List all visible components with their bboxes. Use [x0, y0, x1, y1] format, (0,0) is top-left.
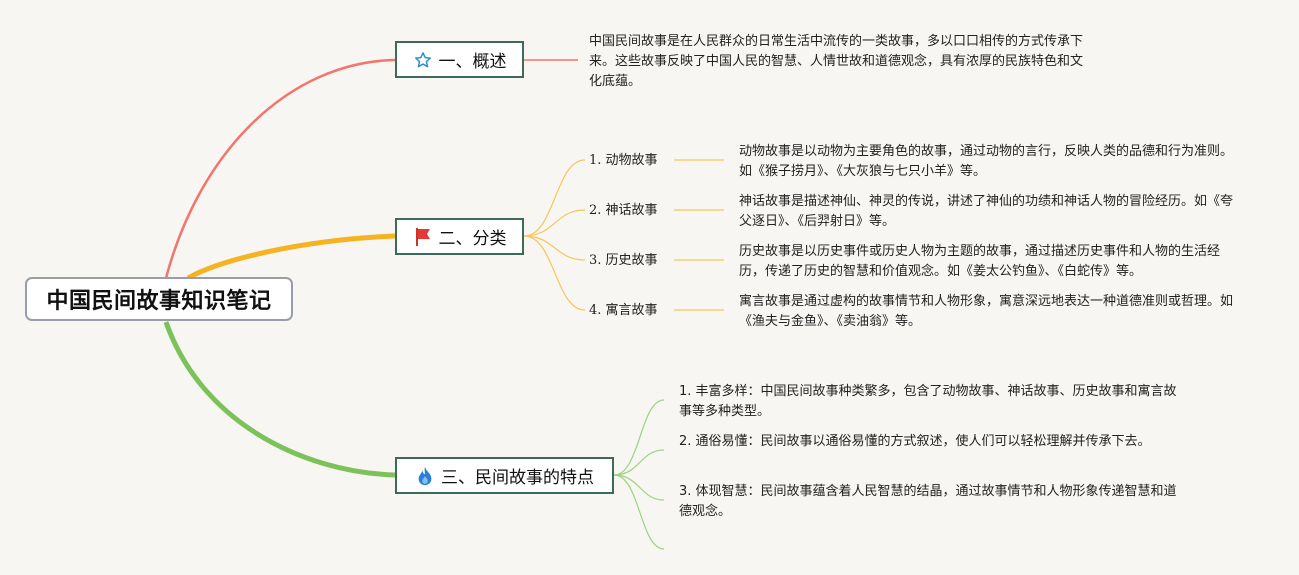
branch-overview-label: 一、概述: [438, 52, 507, 72]
root-title: 中国民间故事知识笔记: [46, 289, 272, 314]
branch-classification-label: 二、分类: [438, 229, 507, 249]
branch-overview[interactable]: 一、概述: [395, 41, 524, 78]
feature-item-accessible: 2. 通俗易懂：民间故事以通俗易懂的方式叙述，使人们可以轻松理解并传承下去。: [679, 434, 1151, 449]
classification-desc-history: 历史故事是以历史事件或历史人物为主题的故事，通过描述历史事件和人物的生活经历，传…: [739, 244, 1221, 279]
connector-root-to-features: [163, 321, 396, 478]
connector-root-to-overview: [164, 58, 396, 279]
classification-desc-fable: 寓言故事是通过虚构的故事情节和人物形象，寓意深远地表达一种道德准则或哲理。如《渔…: [739, 294, 1234, 329]
branch-classification[interactable]: 二、分类: [395, 218, 524, 255]
classification-desc-animal: 动物故事是以动物为主要角色的故事，通过动物的言行，反映人类的品德和行为准则。如《…: [739, 144, 1234, 179]
star-icon: [413, 50, 433, 70]
classification-item-animal[interactable]: 1. 动物故事: [589, 153, 658, 168]
feature-item-wisdom: 3. 体现智慧：民间故事蕴含着人民智慧的结晶，通过故事情节和人物形象传递智慧和道…: [679, 484, 1177, 519]
branch-features-label: 三、民间故事的特点: [441, 468, 594, 488]
overview-text: 中国民间故事是在人民群众的日常生活中流传的一类故事，多以口口相传的方式传承下来。…: [589, 34, 1084, 89]
red-flag-icon: [413, 227, 433, 247]
branch-features[interactable]: 三、民间故事的特点: [395, 457, 614, 494]
root-topic[interactable]: 中国民间故事知识笔记: [25, 277, 293, 321]
connector-root-to-classification: [186, 233, 396, 281]
classification-desc-myth: 神话故事是描述神仙、神灵的传说，讲述了神仙的功绩和神话人物的冒险经历。如《夸父逐…: [739, 194, 1234, 229]
fire-icon: [415, 466, 435, 486]
feature-item-diverse: 1. 丰富多样：中国民间故事种类繁多，包含了动物故事、神话故事、历史故事和寓言故…: [679, 384, 1177, 419]
classification-item-myth[interactable]: 2. 神话故事: [589, 203, 658, 218]
classification-item-history[interactable]: 3. 历史故事: [589, 253, 658, 268]
classification-item-fable[interactable]: 4. 寓言故事: [589, 303, 658, 318]
